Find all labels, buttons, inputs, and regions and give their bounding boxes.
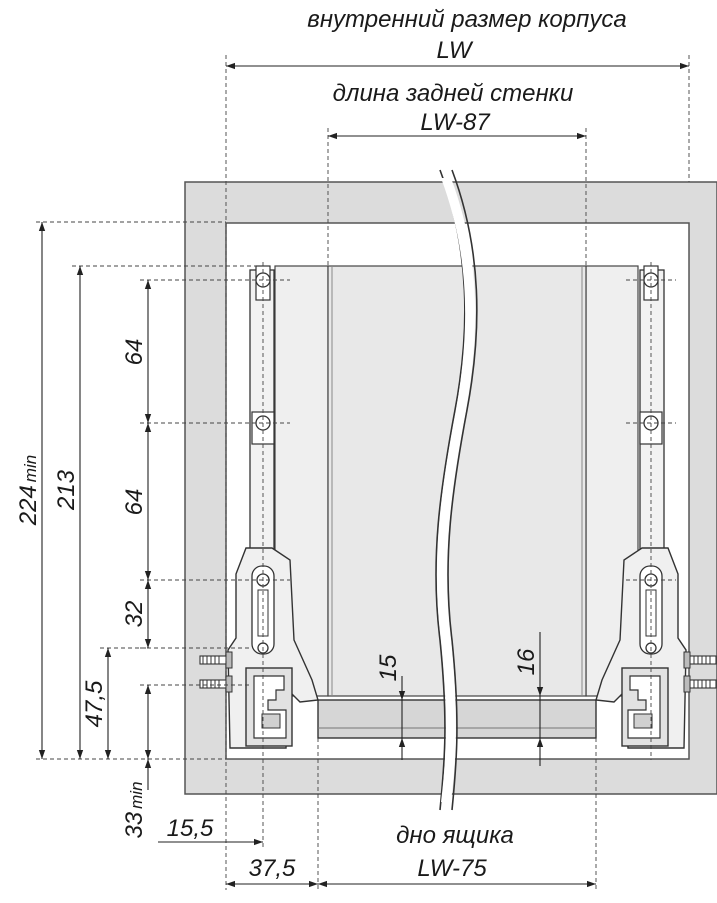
dim-15: 15 [375,654,402,681]
dim-15-5: 15,5 [167,815,214,842]
extension-lines [36,55,690,890]
labels: внутренний размер корпуса LW длина задне… [307,6,626,882]
drawer-body [274,265,639,739]
bottom-title: дно ящика [396,822,514,849]
back-wall-value: LW-87 [420,109,491,136]
dim-224: 224min [15,455,42,526]
dim-16: 16 [513,648,540,675]
break-mark [435,169,478,811]
dim-213: 213 [53,469,80,511]
dimension-lines [38,62,689,888]
dim-64-top: 64 [121,339,148,366]
dim-64-mid: 64 [121,489,148,516]
back-wall-title: длина задней стенки [333,80,574,107]
dim-32: 32 [121,601,148,628]
inner-width-title: внутренний размер корпуса [307,6,626,33]
dimension-values: 224min 213 64 64 32 47,5 33min 15 16 15,… [15,339,540,882]
bottom-value: LW-75 [417,855,487,882]
screw-icon [683,675,717,693]
dim-33: 33min [121,781,148,838]
dim-47-5: 47,5 [81,680,108,727]
left-runner [227,265,319,749]
screws [199,651,717,693]
screw-icon [199,675,233,693]
screw-icon [683,651,717,669]
inner-width-value: LW [436,37,473,64]
dim-37-5: 37,5 [249,855,296,882]
